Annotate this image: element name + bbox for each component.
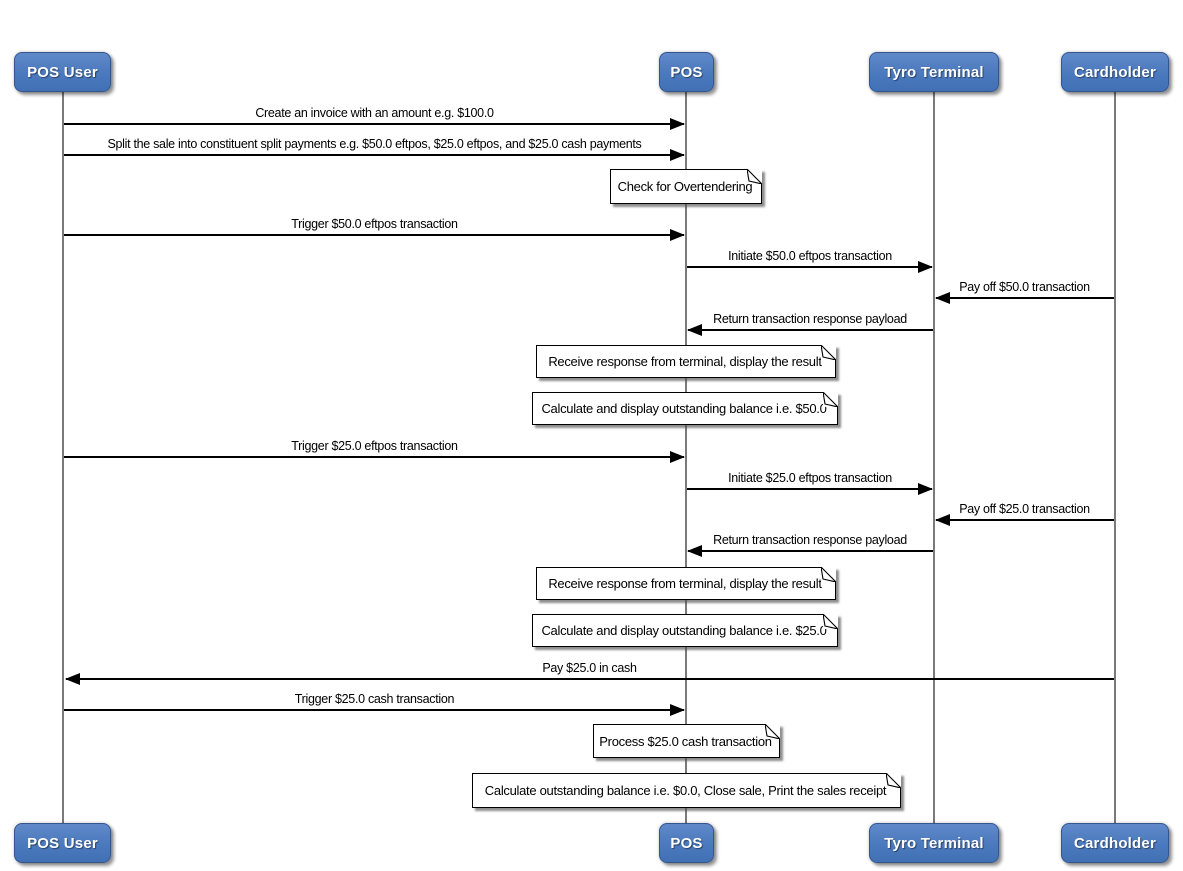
message-label-create-invoice: Create an invoice with an amount e.g. $1… bbox=[255, 106, 494, 120]
message-label-split-sale: Split the sale into constituent split pa… bbox=[107, 137, 642, 151]
note-receive-response-2: Receive response from terminal, display … bbox=[536, 567, 836, 600]
actor-tyro-terminal-top: Tyro Terminal bbox=[869, 52, 999, 92]
message-label-trigger-50-eftpos: Trigger $50.0 eftpos transaction bbox=[291, 217, 458, 231]
message-label-pay-cash: Pay $25.0 in cash bbox=[542, 661, 637, 675]
note-text: Receive response from terminal, display … bbox=[548, 354, 822, 369]
note-check-overtendering: Check for Overtendering bbox=[610, 169, 762, 204]
note-text: Check for Overtendering bbox=[617, 179, 753, 194]
message-label-return-payload-2: Return transaction response payload bbox=[713, 533, 907, 547]
note-close-sale: Calculate outstanding balance i.e. $0.0,… bbox=[472, 773, 901, 808]
message-label-initiate-25-eftpos: Initiate $25.0 eftpos transaction bbox=[728, 471, 892, 485]
note-text: Receive response from terminal, display … bbox=[548, 576, 822, 591]
note-text: Process $25.0 cash transaction bbox=[599, 733, 772, 749]
message-label-trigger-25-cash: Trigger $25.0 cash transaction bbox=[294, 692, 455, 706]
note-fold-icon bbox=[747, 169, 762, 184]
message-label-trigger-25-eftpos: Trigger $25.0 eftpos transaction bbox=[291, 439, 458, 453]
note-fold-icon bbox=[821, 567, 836, 582]
note-fold-icon bbox=[886, 773, 901, 788]
note-receive-response-1: Receive response from terminal, display … bbox=[536, 345, 836, 378]
note-fold-icon bbox=[823, 614, 838, 629]
note-fold-icon bbox=[765, 724, 780, 739]
note-outstanding-25: Calculate and display outstanding balanc… bbox=[532, 614, 838, 647]
note-fold-icon bbox=[823, 392, 838, 407]
actor-pos-user-bottom: POS User bbox=[14, 823, 111, 863]
note-outstanding-50: Calculate and display outstanding balanc… bbox=[532, 392, 838, 425]
message-label-return-payload-1: Return transaction response payload bbox=[713, 312, 907, 326]
actor-tyro-terminal-bottom: Tyro Terminal bbox=[869, 823, 999, 863]
actor-pos-user-top: POS User bbox=[14, 52, 111, 92]
note-text: Calculate and display outstanding balanc… bbox=[541, 623, 827, 638]
actor-cardholder-top: Cardholder bbox=[1061, 52, 1169, 92]
note-text: Calculate and display outstanding balanc… bbox=[541, 401, 827, 416]
actor-pos-bottom: POS bbox=[659, 823, 714, 863]
actor-cardholder-bottom: Cardholder bbox=[1061, 823, 1169, 863]
message-label-payoff-25: Pay off $25.0 transaction bbox=[959, 502, 1090, 516]
note-process-cash: Process $25.0 cash transaction bbox=[593, 724, 780, 758]
note-fold-icon bbox=[821, 345, 836, 360]
message-label-initiate-50-eftpos: Initiate $50.0 eftpos transaction bbox=[728, 249, 892, 263]
note-text: Calculate outstanding balance i.e. $0.0,… bbox=[484, 783, 887, 798]
actor-pos-top: POS bbox=[659, 52, 714, 92]
message-label-payoff-50: Pay off $50.0 transaction bbox=[959, 280, 1090, 294]
